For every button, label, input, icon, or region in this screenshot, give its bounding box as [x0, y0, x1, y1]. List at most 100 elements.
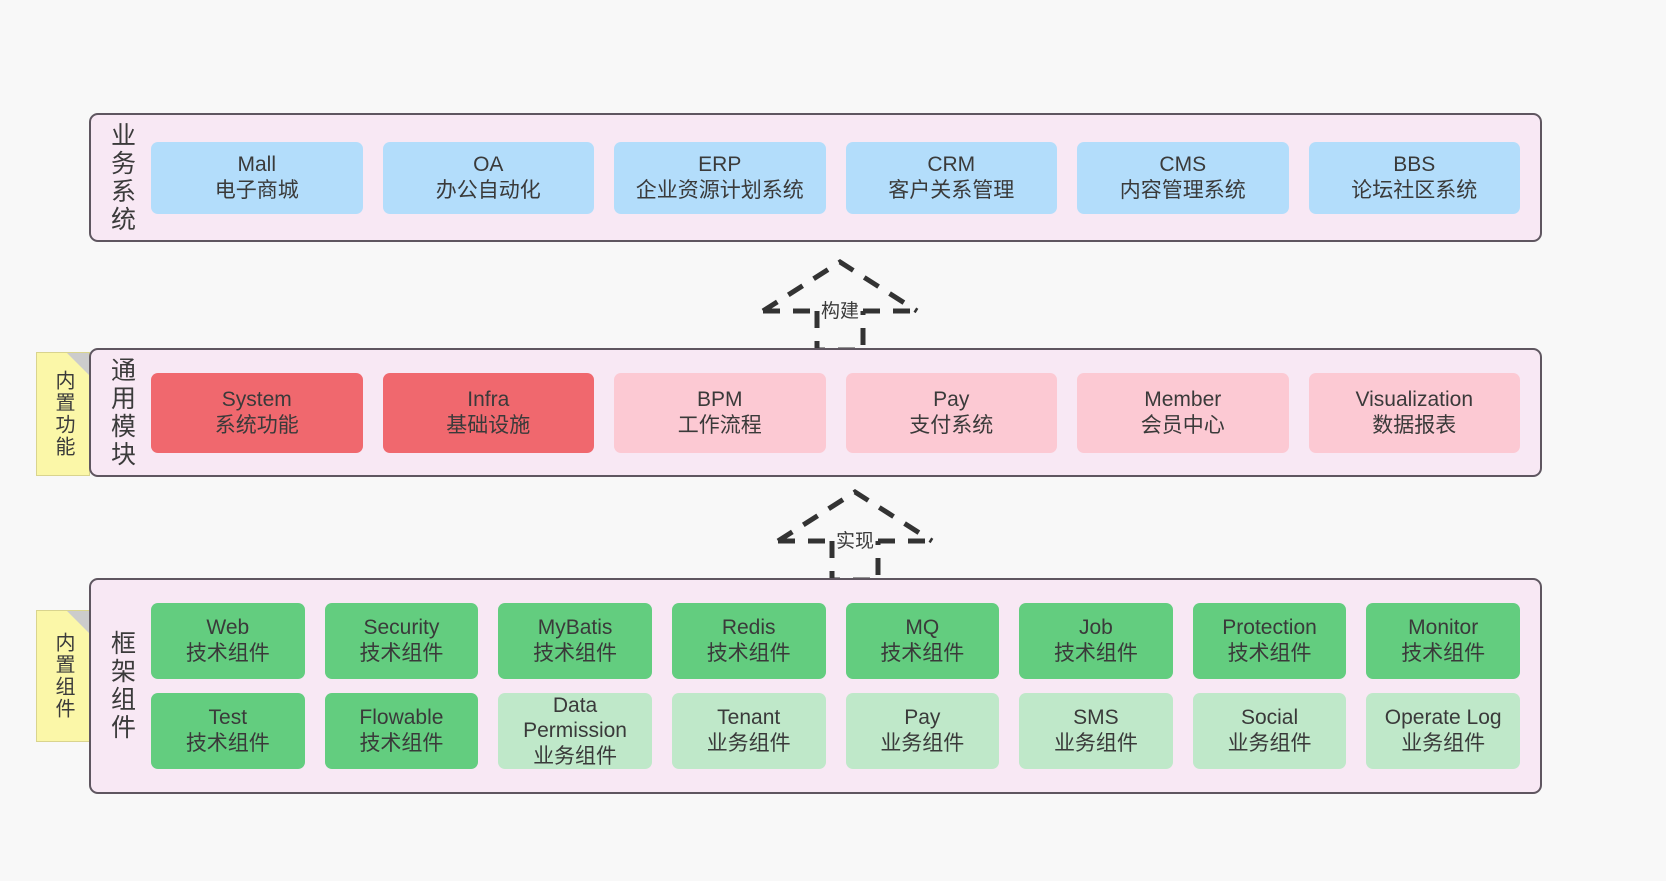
node-pay-business[interactable]: Pay 业务组件	[845, 693, 1000, 769]
node-mall[interactable]: Mall 电子商城	[151, 141, 363, 214]
node-erp[interactable]: ERP 企业资源计划系统	[614, 141, 826, 214]
node-social[interactable]: Social 业务组件	[1192, 693, 1347, 769]
node-security[interactable]: Security 技术组件	[324, 603, 479, 679]
node-title: SMS	[1073, 706, 1119, 730]
node-subtitle: 技术组件	[706, 642, 791, 665]
node-subtitle: 技术组件	[359, 732, 444, 755]
node-title: Visualization	[1355, 387, 1474, 411]
node-web[interactable]: Web 技术组件	[151, 603, 305, 679]
connector-build-arrow[interactable]: 构建	[755, 258, 925, 353]
node-infra[interactable]: Infra 基础设施	[382, 372, 594, 453]
layer-row: System 系统功能 Infra 基础设施 BPM 工作流程 Pay 支付系统…	[151, 372, 1520, 453]
node-subtitle: 技术组件	[185, 732, 270, 755]
node-subtitle: 业务组件	[1401, 732, 1486, 755]
node-subtitle: 系统功能	[214, 413, 299, 437]
node-monitor[interactable]: Monitor 技术组件	[1366, 603, 1520, 679]
node-subtitle: 会员中心	[1140, 413, 1225, 437]
layer-row: Mall 电子商城 OA 办公自动化 ERP 企业资源计划系统 CRM 客户关系…	[151, 141, 1520, 214]
node-sms[interactable]: SMS 业务组件	[1019, 693, 1173, 769]
node-pay[interactable]: Pay 支付系统	[845, 372, 1057, 453]
node-subtitle: 支付系统	[909, 413, 994, 437]
node-cms[interactable]: CMS 内容管理系统	[1077, 141, 1289, 214]
note-builtin-features[interactable]: 内置功能	[36, 352, 90, 476]
node-subtitle: 技术组件	[880, 642, 965, 665]
node-subtitle: 技术组件	[359, 642, 444, 665]
node-subtitle: 业务组件	[533, 744, 618, 768]
node-visualization[interactable]: Visualization 数据报表	[1308, 372, 1520, 453]
layer-body-framework: Web 技术组件 Security 技术组件 MyBatis 技术组件 Redi…	[143, 580, 1540, 792]
node-data-permission[interactable]: Data Permission 业务组件	[498, 693, 652, 769]
node-mybatis[interactable]: MyBatis 技术组件	[498, 603, 652, 679]
node-subtitle: 基础设施	[446, 413, 531, 437]
node-mq[interactable]: MQ 技术组件	[845, 603, 1000, 679]
node-subtitle: 业务组件	[880, 732, 965, 755]
node-title: Monitor	[1408, 616, 1479, 640]
node-subtitle: 技术组件	[1227, 642, 1312, 665]
node-title: OA	[473, 152, 504, 176]
node-oa[interactable]: OA 办公自动化	[382, 141, 594, 214]
node-subtitle: 电子商城	[214, 178, 299, 202]
node-title: Mall	[237, 152, 276, 176]
layer-label-framework: 框架组件	[107, 630, 136, 742]
node-crm[interactable]: CRM 客户关系管理	[845, 141, 1057, 214]
node-subtitle: 业务组件	[1227, 732, 1312, 755]
node-subtitle: 数据报表	[1372, 413, 1457, 437]
node-title: MQ	[905, 616, 940, 640]
node-subtitle: 技术组件	[185, 642, 270, 665]
node-bpm[interactable]: BPM 工作流程	[614, 372, 826, 453]
layer-row: Web 技术组件 Security 技术组件 MyBatis 技术组件 Redi…	[151, 603, 1520, 679]
layer-body-business: Mall 电子商城 OA 办公自动化 ERP 企业资源计划系统 CRM 客户关系…	[143, 115, 1540, 240]
layer-common-modules[interactable]: 通用模块 System 系统功能 Infra 基础设施 BPM 工作流程 Pay…	[89, 348, 1542, 477]
node-subtitle: 论坛社区系统	[1351, 178, 1478, 202]
node-subtitle: 业务组件	[706, 732, 791, 755]
node-title: BPM	[696, 387, 743, 411]
layer-label-business: 业务系统	[107, 121, 136, 234]
layer-business-systems[interactable]: 业务系统 Mall 电子商城 OA 办公自动化 ERP 企业资源计划系统 CRM…	[89, 113, 1542, 242]
node-subtitle: 客户关系管理	[888, 178, 1015, 202]
node-title: Flowable	[359, 706, 444, 730]
node-subtitle: 业务组件	[1053, 732, 1138, 755]
node-title: MyBatis	[537, 616, 613, 640]
node-title: Tenant	[717, 706, 781, 730]
node-title: Pay	[933, 387, 970, 411]
layer-row: Test 技术组件 Flowable 技术组件 Data Permission …	[151, 693, 1520, 769]
node-title: Job	[1079, 616, 1113, 640]
node-title: Social	[1240, 706, 1299, 730]
node-title: Pay	[904, 706, 941, 730]
layer-label-common: 通用模块	[107, 356, 136, 469]
node-test[interactable]: Test 技术组件	[151, 693, 305, 769]
node-member[interactable]: Member 会员中心	[1077, 372, 1289, 453]
note-label: 内置功能	[52, 370, 74, 458]
node-protection[interactable]: Protection 技术组件	[1192, 603, 1347, 679]
node-subtitle: 内容管理系统	[1119, 178, 1246, 202]
node-redis[interactable]: Redis 技术组件	[671, 603, 826, 679]
node-title: Operate Log	[1384, 706, 1502, 730]
node-subtitle: 技术组件	[1401, 642, 1486, 665]
node-title: Infra	[467, 387, 510, 411]
note-builtin-components[interactable]: 内置组件	[36, 610, 90, 742]
node-title: CRM	[927, 152, 976, 176]
node-title: Member	[1144, 387, 1222, 411]
node-title: ERP	[698, 152, 742, 176]
node-subtitle: 技术组件	[533, 642, 618, 665]
connector-realize-arrow[interactable]: 实现	[770, 488, 940, 583]
layer-framework-components[interactable]: 框架组件 Web 技术组件 Security 技术组件 MyBatis 技术组件…	[89, 578, 1542, 794]
node-title: Redis	[721, 616, 776, 640]
node-title: Test	[208, 706, 248, 730]
node-title: Data Permission	[523, 693, 627, 743]
node-job[interactable]: Job 技术组件	[1019, 603, 1173, 679]
node-title: Web	[206, 616, 250, 640]
node-bbs[interactable]: BBS 论坛社区系统	[1308, 141, 1520, 214]
node-title: CMS	[1159, 152, 1207, 176]
node-tenant[interactable]: Tenant 业务组件	[671, 693, 826, 769]
node-system[interactable]: System 系统功能	[151, 372, 363, 453]
node-title: Protection	[1222, 616, 1317, 640]
node-subtitle: 企业资源计划系统	[635, 178, 804, 202]
node-subtitle: 技术组件	[1053, 642, 1138, 665]
node-operate-log[interactable]: Operate Log 业务组件	[1366, 693, 1520, 769]
node-subtitle: 工作流程	[677, 413, 762, 437]
node-flowable[interactable]: Flowable 技术组件	[324, 693, 479, 769]
node-title: System	[221, 387, 292, 411]
layer-body-common: System 系统功能 Infra 基础设施 BPM 工作流程 Pay 支付系统…	[143, 350, 1540, 475]
